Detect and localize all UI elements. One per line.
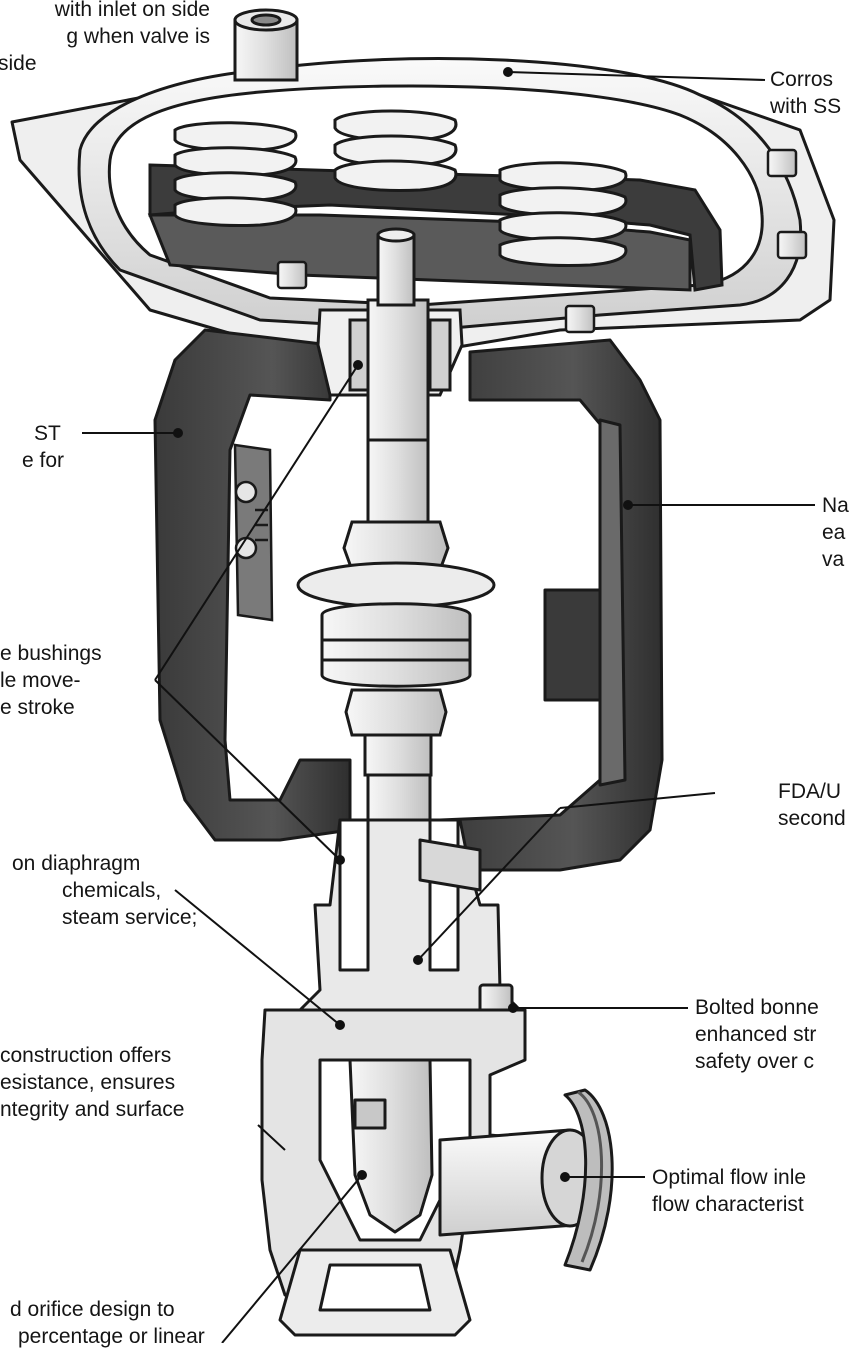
callout-orifice: d orifice design to percentage or linear	[0, 1296, 205, 1350]
callout-line: ntegrity and surface	[0, 1098, 185, 1121]
callout-bolted-bonnet: Bolted bonne enhanced str safety over c	[695, 994, 819, 1075]
callout-yoke-left: ST e for	[22, 420, 82, 474]
callout-line: second	[778, 807, 846, 830]
callout-line: ea	[822, 521, 846, 544]
callout-yoke-right: Na ea va	[822, 492, 849, 573]
callout-inlet-side-note: with inlet on side g when valve is side	[0, 0, 210, 77]
position-indicator	[233, 443, 274, 622]
callout-line: construction offers	[0, 1044, 172, 1067]
callout-line: side	[0, 52, 37, 75]
callout-line: on diaphragm	[12, 852, 141, 875]
callout-construction: construction offers esistance, ensures n…	[0, 1042, 184, 1123]
callout-line: Bolted bonne	[695, 996, 819, 1019]
callout-line: e bushings	[0, 642, 102, 665]
callout-line: flow characterist	[652, 1193, 804, 1216]
callout-line: esistance, ensures	[0, 1071, 176, 1094]
callout-line: steam service;	[62, 906, 198, 929]
callout-line: e stroke	[0, 696, 75, 719]
callout-line: Na	[822, 494, 849, 517]
callout-line: ST	[34, 422, 61, 445]
callout-line: chemicals,	[62, 879, 162, 902]
callout-line: g when valve is	[66, 25, 210, 48]
callout-optimal-flow-inlet: Optimal flow inle flow characterist	[652, 1164, 806, 1218]
yoke	[153, 328, 664, 872]
callout-line: va	[822, 548, 845, 571]
leader-lines	[82, 67, 815, 1343]
flange-bolts	[276, 148, 808, 334]
callout-line: d orifice design to	[10, 1298, 175, 1321]
callout-line: le move-	[0, 669, 81, 692]
valve-body	[260, 1008, 542, 1337]
callout-line: Optimal flow inle	[652, 1166, 807, 1189]
callout-line: percentage or linear	[18, 1325, 205, 1348]
callout-corrosion: Corros with SS	[770, 66, 841, 120]
callout-bushings: e bushings le move- e stroke	[0, 640, 102, 721]
callout-line: Corros	[770, 68, 834, 91]
callout-line: e for	[22, 449, 65, 472]
actuator-springs	[173, 109, 628, 267]
callout-line: with inlet on side	[54, 0, 210, 21]
callout-diaphragm: on diaphragm chemicals, steam service;	[0, 850, 210, 931]
callout-fda: FDA/U second	[778, 778, 846, 832]
callout-line: enhanced str	[695, 1023, 817, 1046]
callout-line: with SS	[770, 95, 842, 118]
top-port	[233, 8, 299, 82]
callout-line: safety over c	[695, 1050, 815, 1073]
callout-line: FDA/U	[778, 780, 841, 803]
